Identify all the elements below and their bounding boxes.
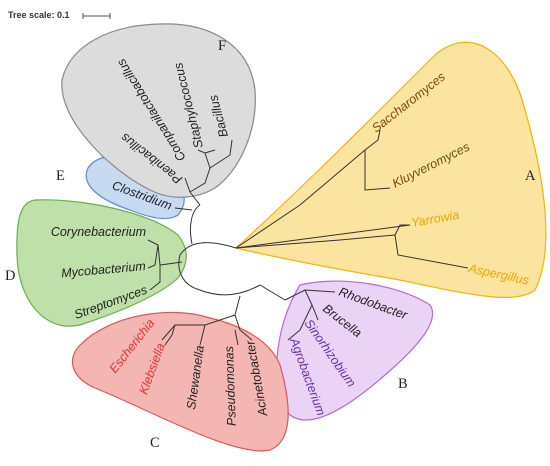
clade-label-f: F	[218, 38, 226, 54]
clade-d-region	[16, 199, 187, 327]
tree-scale-label: Tree scale: 0.1	[8, 10, 70, 20]
clade-a-region	[234, 41, 547, 299]
clade-f-region	[61, 23, 256, 198]
clade-label-b: B	[398, 376, 408, 392]
taxon-corynebacterium: Corynebacterium	[51, 225, 146, 239]
tree-scale: Tree scale: 0.1	[8, 10, 111, 20]
clade-label-c: C	[150, 435, 160, 451]
clade-label-d: D	[5, 268, 15, 284]
clade-c-region	[71, 311, 289, 452]
clade-label-e: E	[56, 168, 65, 184]
taxon-pseudomonas: Pseudomonas	[222, 346, 239, 426]
tree-branches	[147, 129, 469, 346]
clade-letters: A B C D E F	[5, 38, 536, 451]
clade-label-a: A	[525, 168, 536, 184]
